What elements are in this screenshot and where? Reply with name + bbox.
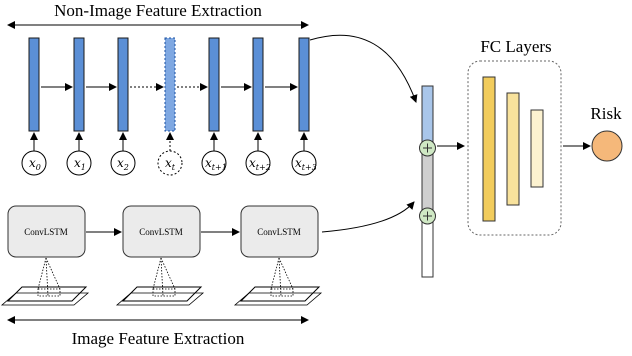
input-nodes	[21, 150, 317, 176]
input-arrows	[30, 132, 308, 151]
lstm-cell-t3	[298, 37, 310, 132]
input-label-t: xt	[165, 156, 176, 172]
convlstm-block-0	[7, 205, 86, 258]
input-node-t3	[291, 150, 317, 176]
input-label-2: x2	[117, 156, 129, 172]
fc-title: FC Layers	[480, 37, 551, 56]
concat-feature-bar	[419, 85, 436, 278]
lstm-cell-2	[117, 37, 129, 132]
convlstm-blocks: ConvLSTM ConvLSTM ConvLSTM	[7, 205, 319, 258]
input-label-1: x1	[74, 156, 86, 172]
input-node-t	[157, 150, 183, 176]
lstm-cell-t1	[208, 37, 220, 132]
input-label-t1: xt+1	[205, 156, 227, 172]
lstm-cell-0	[28, 37, 40, 132]
lstm-columns	[28, 37, 310, 132]
fc-layer-2	[506, 92, 520, 206]
lstm-cell-t	[164, 37, 176, 132]
input-label-0: x0	[29, 156, 41, 172]
convlstm-label-1: ConvLSTM	[139, 227, 183, 237]
convlstm-block-1	[122, 205, 201, 258]
image-to-concat-arrow	[321, 201, 415, 233]
convlstm-block-2	[240, 205, 319, 258]
input-node-2	[110, 150, 136, 176]
input-label-t2: xt+2	[249, 156, 271, 172]
non-image-title: Non-Image Feature Extraction	[54, 1, 262, 20]
risk-output-node	[591, 130, 623, 162]
image-title: Image Feature Extraction	[72, 329, 245, 348]
fc-layer-3	[530, 109, 544, 188]
risk-label: Risk	[590, 104, 622, 123]
image-inputs	[0, 257, 323, 306]
lstm-cell-1	[73, 37, 85, 132]
lstm-cell-t2	[252, 37, 264, 132]
fc-layer-1	[482, 76, 496, 222]
convlstm-label-2: ConvLSTM	[257, 227, 301, 237]
input-labels: x0 x1 x2 xt xt+1 xt+2 xt+3	[29, 156, 317, 172]
input-node-t2	[245, 150, 271, 176]
input-label-t3: xt+3	[295, 156, 317, 172]
non-image-to-concat-arrow	[309, 34, 418, 103]
input-node-1	[66, 150, 92, 176]
input-node-0	[21, 150, 47, 176]
input-node-t1	[201, 150, 227, 176]
convlstm-label-0: ConvLSTM	[24, 227, 68, 237]
